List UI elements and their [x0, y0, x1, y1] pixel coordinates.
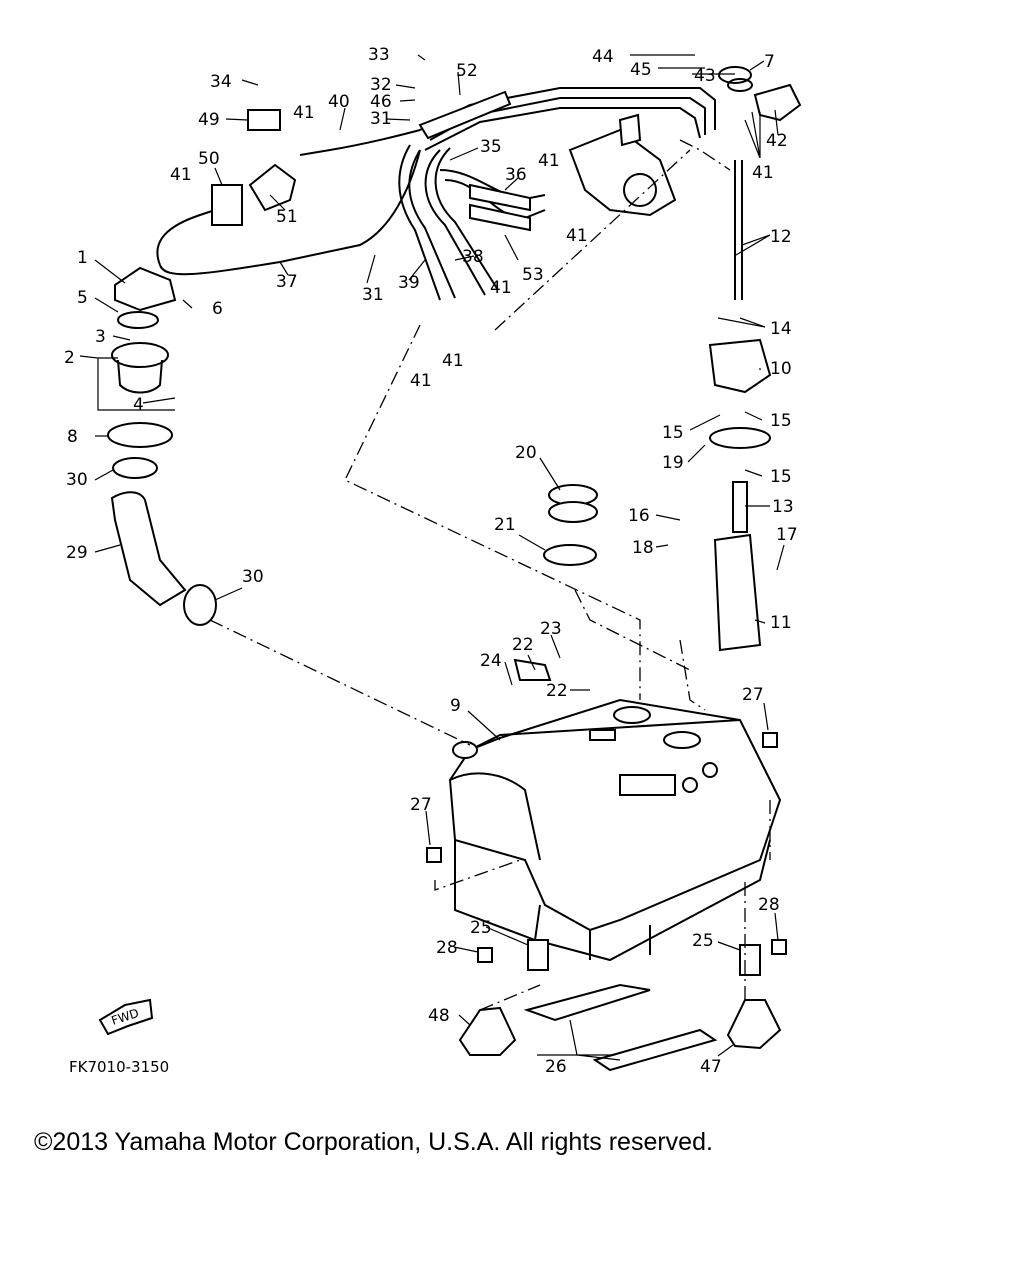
tank-mounts [426, 732, 787, 1072]
callout-38: 38 [462, 247, 484, 267]
callout-14: 14 [770, 319, 792, 339]
callout-6: 6 [212, 299, 223, 319]
callout-22b: 22 [546, 681, 568, 701]
callout-41b: 41 [170, 165, 192, 185]
callout-8: 8 [67, 427, 78, 447]
callout-labels: 1 2 3 4 5 6 7 8 9 10 11 12 13 14 15 15 1… [64, 45, 798, 1077]
callout-13: 13 [772, 497, 794, 517]
callout-46: 46 [370, 92, 392, 112]
copyright-notice: ©2013 Yamaha Motor Corporation, U.S.A. A… [34, 1128, 713, 1156]
callout-10: 10 [770, 359, 792, 379]
callout-21: 21 [494, 515, 516, 535]
callout-31a: 31 [362, 285, 384, 305]
callout-28b: 28 [758, 895, 780, 915]
callout-34: 34 [210, 72, 232, 92]
tank-fittings [513, 484, 598, 681]
callout-24: 24 [480, 651, 502, 671]
callout-31b: 31 [370, 109, 392, 129]
callout-30b: 30 [242, 567, 264, 587]
callout-35: 35 [480, 137, 502, 157]
callout-47: 47 [700, 1057, 722, 1077]
callout-22a: 22 [512, 635, 534, 655]
callout-52: 52 [456, 61, 478, 81]
callout-4: 4 [133, 395, 144, 415]
callout-15a: 15 [770, 411, 792, 431]
callout-48: 48 [428, 1006, 450, 1026]
callout-32: 32 [370, 75, 392, 95]
callout-37: 37 [276, 272, 298, 292]
callout-11: 11 [770, 613, 792, 633]
callout-45: 45 [630, 60, 652, 80]
hose-routing [156, 87, 743, 301]
callout-40: 40 [328, 92, 350, 112]
callout-42: 42 [766, 131, 788, 151]
callout-16: 16 [628, 506, 650, 526]
callout-18: 18 [632, 538, 654, 558]
filler-assembly [107, 266, 217, 626]
callout-39: 39 [398, 273, 420, 293]
callout-41f: 41 [442, 351, 464, 371]
callout-41g: 41 [410, 371, 432, 391]
callout-30a: 30 [66, 470, 88, 490]
callout-15b: 15 [662, 423, 684, 443]
callout-41a: 41 [293, 103, 315, 123]
callout-25b: 25 [692, 931, 714, 951]
callout-17: 17 [776, 525, 798, 545]
callout-leaders [79, 54, 785, 1061]
callout-41e: 41 [490, 278, 512, 298]
fuel-system-parts-diagram: FWD [64, 45, 802, 1077]
callout-41d: 41 [566, 226, 588, 246]
callout-3: 3 [95, 327, 106, 347]
callout-19: 19 [662, 453, 684, 473]
callout-44: 44 [592, 47, 614, 67]
assembly-lines [209, 139, 771, 1011]
callout-27b: 27 [410, 795, 432, 815]
callout-15c: 15 [770, 467, 792, 487]
callout-7: 7 [764, 52, 775, 72]
callout-50: 50 [198, 149, 220, 169]
callout-26: 26 [545, 1057, 567, 1077]
fwd-arrow: FWD [98, 998, 154, 1036]
vent-valve [718, 66, 802, 122]
callout-25a: 25 [470, 918, 492, 938]
callout-2: 2 [64, 348, 75, 368]
fuel-tank [448, 698, 782, 962]
callout-33: 33 [368, 45, 390, 65]
callout-49: 49 [198, 110, 220, 130]
callout-29: 29 [66, 543, 88, 563]
callout-12: 12 [770, 227, 792, 247]
throttle-body [568, 113, 677, 217]
callout-51: 51 [276, 207, 298, 227]
callout-9: 9 [450, 696, 461, 716]
callout-28a: 28 [436, 938, 458, 958]
callout-41c: 41 [538, 151, 560, 171]
callout-36: 36 [505, 165, 527, 185]
callout-43: 43 [694, 66, 716, 86]
filter-bracket [211, 109, 297, 226]
figure-code: FK7010-3150 [69, 1058, 169, 1076]
callout-27a: 27 [742, 685, 764, 705]
callout-53: 53 [522, 265, 544, 285]
callout-5: 5 [77, 288, 88, 308]
callout-23: 23 [540, 619, 562, 639]
callout-20: 20 [515, 443, 537, 463]
fuel-pump [708, 338, 772, 652]
callout-41h: 41 [752, 163, 774, 183]
callout-1: 1 [77, 248, 88, 268]
